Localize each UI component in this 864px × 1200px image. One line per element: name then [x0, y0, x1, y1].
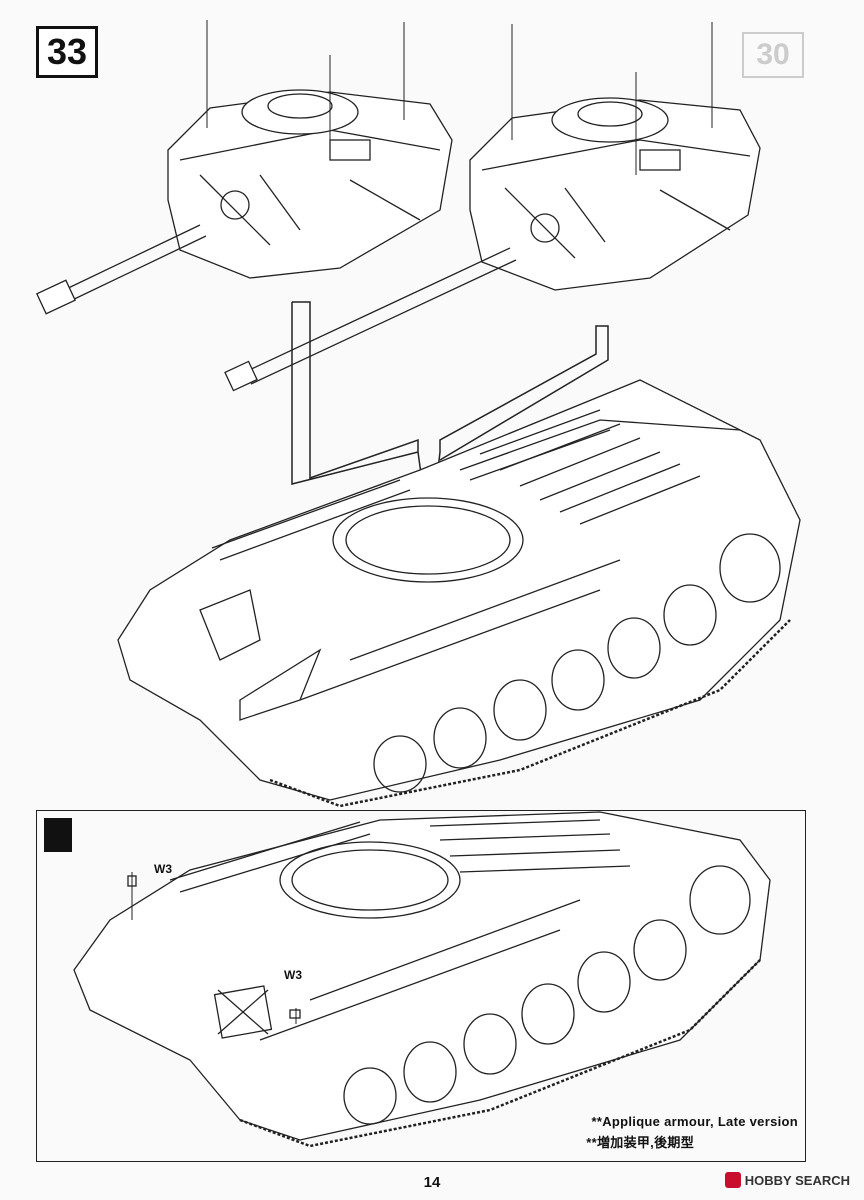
callout-w3-lower: W3: [284, 968, 302, 982]
callout-w3-upper: W3: [154, 862, 172, 876]
hull-variant: [73, 811, 771, 1148]
turret-left: [35, 20, 453, 315]
hull-main: [117, 379, 801, 808]
page-number: 14: [423, 1174, 441, 1191]
ghost-step-number: 30: [742, 32, 804, 78]
variant-icon: [44, 818, 72, 852]
hobby-search-logo-icon: [724, 1172, 741, 1188]
road-wheels-variant: [343, 865, 751, 1125]
note-english: **Applique armour, Late version: [591, 1114, 798, 1129]
variant-panel: [36, 810, 806, 1162]
watermark-text: HOBBY SEARCH: [744, 1172, 850, 1188]
note-japanese: **増加装甲,後期型: [586, 1135, 694, 1150]
step-number: 33: [36, 26, 98, 78]
turret-right: [224, 22, 761, 392]
road-wheels: [373, 533, 781, 793]
watermark: HOBBY SEARCH: [724, 1172, 850, 1188]
assembly-arrow: [291, 301, 609, 541]
